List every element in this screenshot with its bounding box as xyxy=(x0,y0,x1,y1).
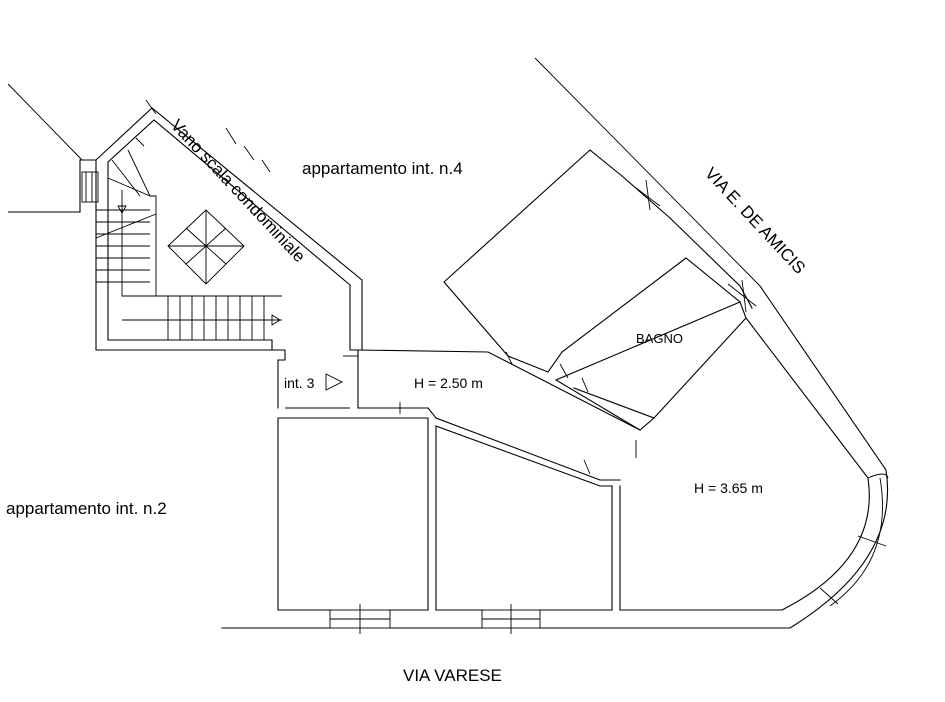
round-room-walls xyxy=(745,285,889,629)
street-varese-label: VIA VARESE xyxy=(403,666,502,685)
upper-rooms-walls xyxy=(443,57,761,458)
apartment-4-label: appartamento int. n.4 xyxy=(302,159,463,178)
int3-label: int. 3 xyxy=(284,375,315,391)
room-height-label: H = 3.65 m xyxy=(694,480,763,496)
bathroom-label: BAGNO xyxy=(636,331,683,346)
corridor-height-label: H = 2.50 m xyxy=(414,375,483,391)
entrance-arrow-icon xyxy=(325,373,344,391)
corridor-walls xyxy=(277,349,641,481)
stair-hall-walls xyxy=(7,83,363,361)
apartment-2-label: appartamento int. n.2 xyxy=(6,499,167,518)
lower-rooms-walls xyxy=(221,417,781,634)
street-de-amicis-label: VIA E. DE AMICIS xyxy=(701,164,809,278)
stair-hall-label: Vano scala condominiale xyxy=(167,116,309,266)
